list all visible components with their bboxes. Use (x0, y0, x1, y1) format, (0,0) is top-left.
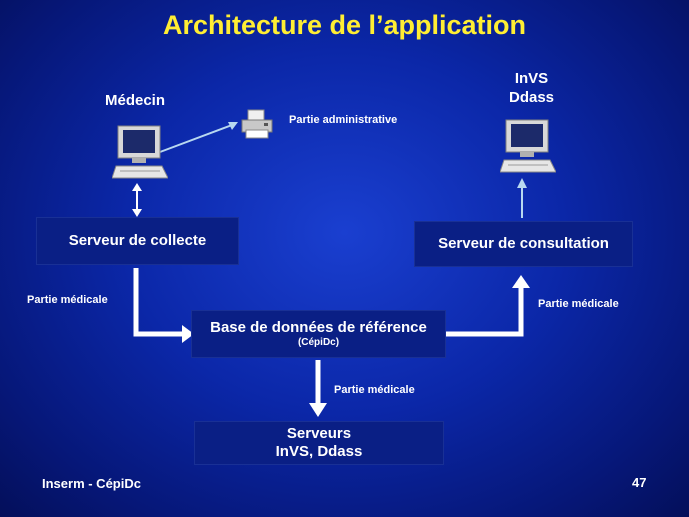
arrow-medecin-to-printer (159, 122, 238, 153)
arrow-base-to-serveurs (309, 360, 327, 417)
box-serveurs-invs-ddass: Serveurs InVS, Ddass (194, 421, 444, 465)
box-base-reference: Base de données de référence (CépiDc) (191, 310, 446, 358)
arrow-collecte-to-base (133, 268, 194, 343)
annotation-partie-medicale-left: Partie médicale (27, 294, 108, 306)
medecin-label: Médecin (105, 92, 166, 109)
box-base-reference-subtitle: (CépiDc) (297, 337, 340, 348)
arrow-base-to-consultation (446, 275, 530, 337)
invs-ddass-label: InVS Ddass (509, 69, 554, 107)
box-serveurs-line2: InVS, Ddass (275, 443, 363, 460)
box-base-reference-title: Base de données de référence (210, 319, 427, 336)
box-serveur-consultation-label: Serveur de consultation (438, 235, 609, 252)
computer-icon-medecin (112, 125, 168, 179)
box-serveur-collecte: Serveur de collecte (36, 217, 239, 265)
invs-label-line1: InVS (514, 70, 549, 87)
invs-label-line2: Ddass (509, 89, 555, 106)
page-number: 47 (632, 475, 647, 490)
box-serveur-consultation: Serveur de consultation (414, 221, 633, 267)
annotation-partie-medicale-right: Partie médicale (538, 298, 619, 310)
footer-organization: Inserm - CépiDc (42, 476, 141, 491)
arrow-medecin-collecte (132, 183, 142, 217)
computer-icon-invs (500, 119, 556, 173)
arrow-consultation-to-invs (517, 178, 527, 218)
annotation-partie-administrative: Partie administrative (289, 114, 398, 126)
box-serveur-collecte-label: Serveur de collecte (68, 232, 207, 249)
slide-title: Architecture de l’application (162, 10, 527, 40)
box-serveurs-line1: Serveurs (286, 425, 352, 442)
annotation-partie-medicale-bottom: Partie médicale (334, 384, 415, 396)
printer-icon (241, 109, 273, 139)
